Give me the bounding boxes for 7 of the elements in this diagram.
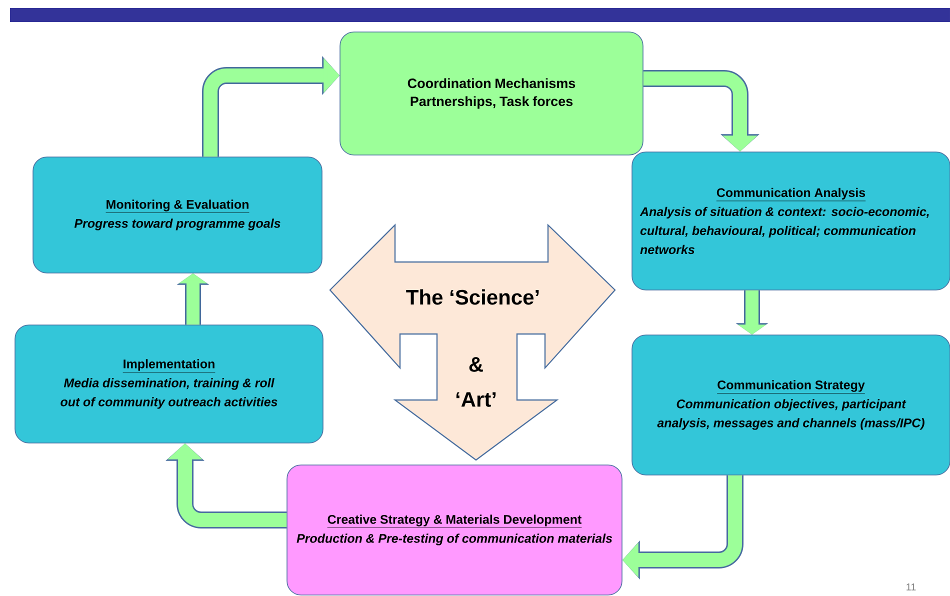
page-number: 11 <box>906 584 916 590</box>
process-box: Communication Analysis Analysis of situation & context: socio-economic, cultural, behavioural, political; communication networks <box>632 152 950 290</box>
process-box: Implementation Media dissemination, training & roll out of community outreach activities <box>14 324 324 444</box>
process-box: Creative Strategy & Materials Development Production & Pre-testing of communication materials <box>286 464 622 596</box>
process-box: Monitoring & Evaluation Progress toward programme goals <box>32 156 322 274</box>
process-box: Coordination Mechanisms Partnerships, Task forces <box>340 32 644 156</box>
process-box: Communication Strategy Communication objectives, participant analysis, messages and channels (mass/IPC) <box>632 334 950 476</box>
